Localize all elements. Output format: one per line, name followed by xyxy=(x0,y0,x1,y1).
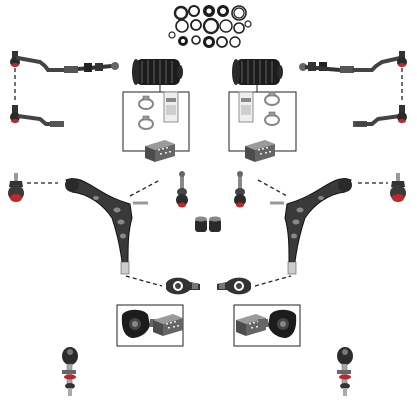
ball-joint-icon xyxy=(8,173,24,202)
control-arm-icon xyxy=(270,178,352,275)
tie-rod-end-icon xyxy=(353,105,407,127)
bushing-with-mount-icon xyxy=(236,309,297,338)
ball-joint-right[interactable] xyxy=(358,173,406,202)
control-arm-left[interactable] xyxy=(65,178,163,287)
drop-link-icon xyxy=(337,347,353,396)
bushing-bracket-icon xyxy=(166,277,200,295)
control-arm-icon xyxy=(65,178,148,275)
tie-rod-end-left[interactable] xyxy=(10,105,64,127)
bushing-kit-left[interactable] xyxy=(116,304,184,347)
tie-rod-end-icon xyxy=(10,105,64,127)
tie-rod-icon xyxy=(299,51,407,100)
bushing-pair-icon xyxy=(195,216,221,232)
steering-rack-boot-kit-left[interactable] xyxy=(122,58,190,162)
tie-rod-end-right[interactable] xyxy=(353,105,407,127)
bellows-boot-kit-icon xyxy=(228,58,297,162)
stabilizer-link-top-left[interactable] xyxy=(176,171,188,208)
bushing-bracket-left[interactable] xyxy=(166,277,200,295)
ball-joint-left[interactable] xyxy=(8,173,58,202)
drop-link-icon xyxy=(62,347,78,396)
steering-rack-boot-kit-right[interactable] xyxy=(228,58,297,162)
stabilizer-link-top-right[interactable] xyxy=(234,171,246,208)
stabilizer-link-bottom-right[interactable] xyxy=(337,347,353,396)
stabilizer-link-bottom-left[interactable] xyxy=(62,347,78,396)
bushing-bracket-icon xyxy=(217,277,251,295)
bushing-kit-right[interactable] xyxy=(233,304,301,347)
bushing-bracket-right[interactable] xyxy=(217,277,251,295)
tie-rod-assembly-right[interactable] xyxy=(299,51,407,100)
bushing-with-mount-icon xyxy=(121,309,183,338)
control-arm-bushings[interactable] xyxy=(195,216,221,233)
steering-rack-repair-kit[interactable] xyxy=(168,5,252,48)
seal-rings-kit-icon xyxy=(168,5,252,48)
stabilizer-link-icon xyxy=(176,171,188,208)
tie-rod-assembly-left[interactable] xyxy=(10,51,119,100)
tie-rod-icon xyxy=(10,51,119,100)
stabilizer-link-icon xyxy=(234,171,246,208)
bellows-boot-kit-icon xyxy=(122,58,190,162)
ball-joint-icon xyxy=(390,173,406,202)
control-arm-right[interactable] xyxy=(254,178,352,287)
